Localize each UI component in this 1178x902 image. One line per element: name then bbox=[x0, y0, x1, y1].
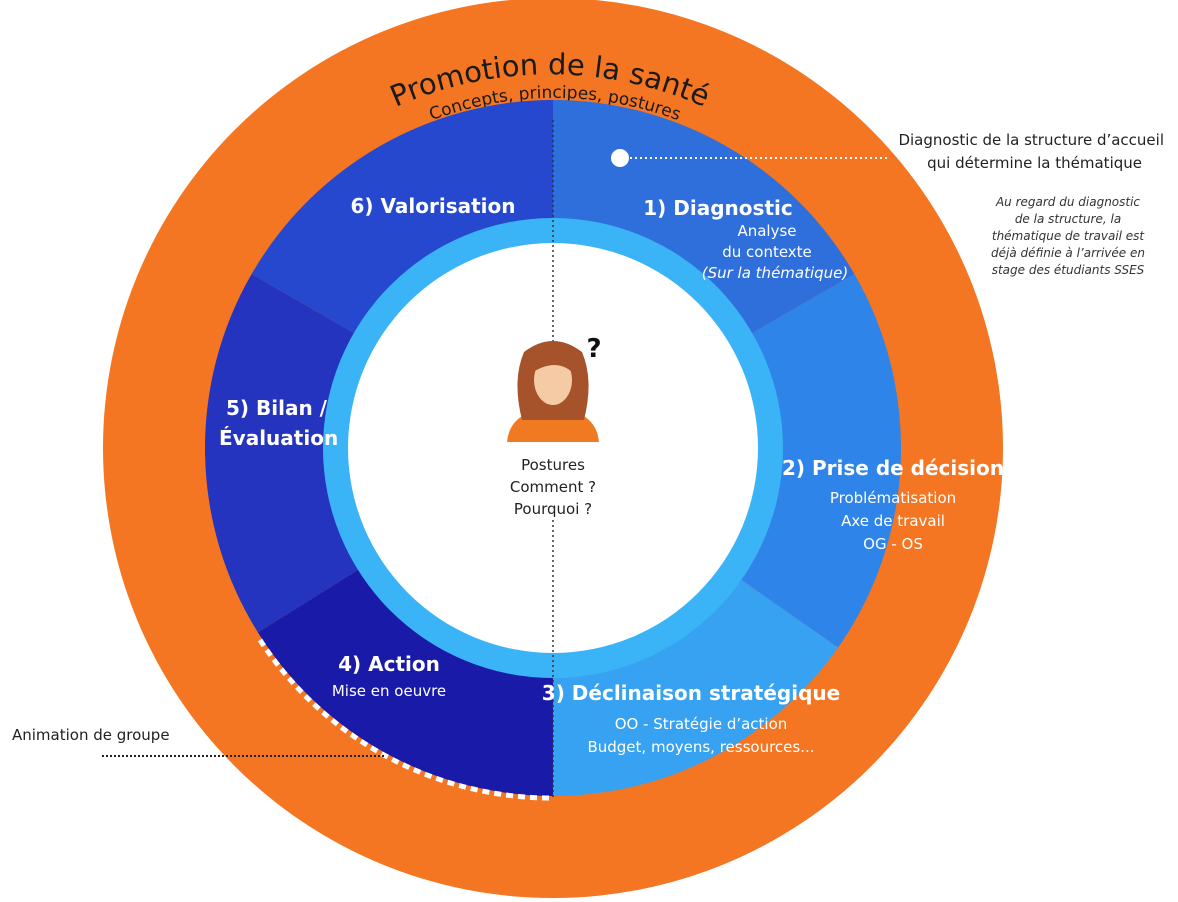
cycle-segments bbox=[205, 100, 902, 796]
center-line-postures: Postures bbox=[521, 456, 585, 474]
action-line-1: Mise en oeuvre bbox=[332, 682, 446, 700]
declinaison-line-2: Budget, moyens, ressources... bbox=[587, 738, 814, 756]
action-title: 4) Action bbox=[338, 652, 440, 676]
declinaison-title: 3) Déclinaison stratégique bbox=[542, 681, 840, 705]
decision-line-3: OG - OS bbox=[863, 535, 923, 553]
diagnostic-italic-1: Au regard du diagnostic bbox=[995, 195, 1140, 209]
question-mark-icon: ? bbox=[586, 334, 601, 364]
diagnostic-italic-2: de la structure, la bbox=[1015, 212, 1121, 226]
segment-decision bbox=[733, 274, 902, 648]
diagnostic-italic-4: déjà définie à l’arrivée en bbox=[991, 246, 1145, 260]
diagnostic-marker-dot bbox=[611, 149, 629, 167]
woman-avatar-icon bbox=[507, 341, 599, 442]
diagnostic-line-2: du contexte bbox=[722, 243, 812, 261]
segment-declinaison bbox=[553, 574, 839, 796]
diagnostic-title: 1) Diagnostic bbox=[643, 196, 792, 220]
declinaison-line-1: OO - Stratégie d’action bbox=[615, 715, 788, 733]
decision-line-1: Problématisation bbox=[830, 489, 956, 507]
bilan-title-line-1: 5) Bilan / bbox=[226, 396, 328, 420]
action-dashed-border bbox=[257, 638, 554, 801]
center-line-comment: Comment ? bbox=[510, 478, 596, 496]
group-animation-label: Animation de groupe bbox=[12, 726, 170, 744]
segment-action bbox=[257, 564, 553, 796]
center-line-pourquoi: Pourquoi ? bbox=[514, 500, 592, 518]
valorisation-title: 6) Valorisation bbox=[350, 194, 515, 218]
diagnostic-italic-3: thématique de travail est bbox=[992, 229, 1146, 243]
center-disc bbox=[348, 243, 758, 653]
decision-title: 2) Prise de décision bbox=[782, 456, 1004, 480]
diagnostic-italic-note: (Sur la thématique) bbox=[702, 264, 849, 282]
diagnostic-note-line-2: qui détermine la thématique bbox=[927, 154, 1142, 172]
segment-valorisation bbox=[251, 100, 553, 338]
diagnostic-line-1: Analyse bbox=[737, 222, 796, 240]
decision-line-2: Axe de travail bbox=[841, 512, 945, 530]
diagnostic-note-line-1: Diagnostic de la structure d’accueil bbox=[898, 131, 1164, 149]
bilan-title-line-2: Évaluation bbox=[219, 426, 338, 450]
diagnostic-italic-5: stage des étudiants SSES bbox=[992, 263, 1145, 277]
segment-bilan bbox=[205, 274, 367, 633]
